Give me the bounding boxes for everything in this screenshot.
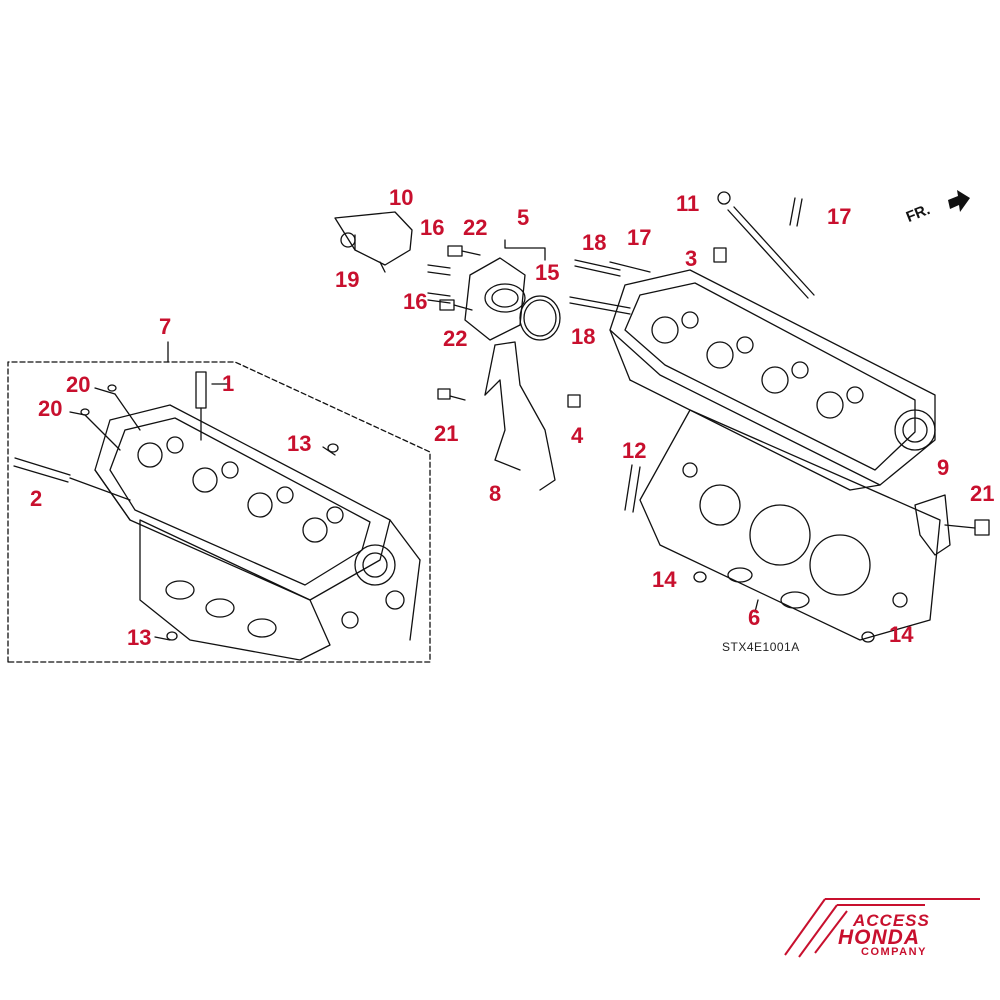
bracket-9 xyxy=(914,494,951,556)
callout-14-right: 14 xyxy=(889,622,914,647)
callout-11: 11 xyxy=(676,191,700,216)
bracket-8 xyxy=(484,341,556,491)
callout-3: 3 xyxy=(685,246,698,271)
callout-4: 4 xyxy=(571,423,584,448)
bracket-10 xyxy=(334,211,413,266)
callout-6: 6 xyxy=(748,605,761,630)
callout-16-lower: 16 xyxy=(403,289,428,314)
callout-22-upper: 22 xyxy=(463,215,488,240)
callout-19: 19 xyxy=(335,267,360,292)
callout-20-lower: 20 xyxy=(38,396,63,421)
callout-1: 1 xyxy=(222,371,235,396)
logo-line-company: COMPANY xyxy=(861,946,927,958)
callout-13-upper: 13 xyxy=(287,431,312,456)
callout-15: 15 xyxy=(535,260,560,285)
callout-22-lower: 22 xyxy=(443,326,468,351)
callout-17-right: 17 xyxy=(827,204,852,229)
right-cylinder-head xyxy=(609,269,936,491)
callout-16-upper: 16 xyxy=(420,215,445,240)
callout-9: 9 xyxy=(937,455,950,480)
dowel-pin xyxy=(195,371,207,409)
logo-line-access: ACCESS xyxy=(853,911,930,930)
callout-2: 2 xyxy=(30,486,43,511)
o-ring xyxy=(519,295,561,341)
callout-10: 10 xyxy=(389,185,414,210)
left-cylinder-head xyxy=(94,404,421,661)
callout-20-upper: 20 xyxy=(66,372,91,397)
callout-18-lower: 18 xyxy=(571,324,596,349)
callout-13-lower: 13 xyxy=(127,625,152,650)
logo-line-honda: HONDA xyxy=(838,926,920,949)
head-gasket xyxy=(639,409,941,641)
callout-17-left: 17 xyxy=(627,225,652,250)
callout-12: 12 xyxy=(622,438,647,463)
access-honda-logo: ACCESS HONDA COMPANY xyxy=(775,895,980,965)
callout-5: 5 xyxy=(517,205,530,230)
callout-21-left: 21 xyxy=(434,421,459,446)
housing-5 xyxy=(464,257,526,341)
callout-21-right: 21 xyxy=(970,481,995,506)
callout-18-upper: 18 xyxy=(582,230,607,255)
callout-8: 8 xyxy=(489,481,502,506)
callout-7: 7 xyxy=(159,314,172,339)
part-7-outline-box xyxy=(7,361,431,663)
logo-emblem-icon xyxy=(784,898,980,958)
diagram-code: STX4E1001A xyxy=(722,640,800,654)
callout-14-left: 14 xyxy=(652,567,677,592)
stud-2 xyxy=(13,457,71,483)
front-arrow-icon xyxy=(948,190,970,212)
